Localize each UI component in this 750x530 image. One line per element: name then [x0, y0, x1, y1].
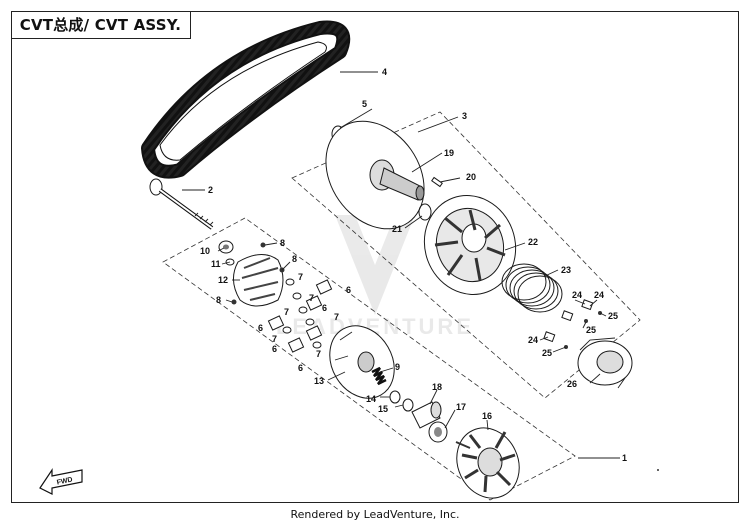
callout-25b: 25 [586, 325, 596, 335]
callout-3: 3 [462, 111, 467, 121]
callout-8b: 8 [292, 254, 297, 264]
callout-13: 13 [314, 376, 324, 386]
callout-25a: 25 [608, 311, 618, 321]
callout-7a: 7 [298, 272, 303, 282]
callout-8a: 8 [280, 238, 285, 248]
callout-24a: 24 [572, 290, 582, 300]
callout-19: 19 [444, 148, 454, 158]
drive-bearing [428, 421, 448, 443]
callout-8c: 8 [216, 295, 221, 305]
callout-1: 1 [622, 453, 627, 463]
callout-18: 18 [432, 382, 442, 392]
washer [389, 390, 401, 404]
drive-belt [141, 20, 351, 179]
screw [260, 242, 266, 248]
callout-26: 26 [567, 379, 577, 389]
callout-22: 22 [528, 237, 538, 247]
callout-9: 9 [395, 362, 400, 372]
callout-10: 10 [200, 246, 210, 256]
callout-6e: 6 [298, 363, 303, 373]
callout-7b: 7 [309, 293, 314, 303]
callout-17: 17 [456, 402, 466, 412]
forward-arrow: FWD [39, 468, 83, 495]
callout-7e: 7 [272, 334, 277, 344]
driven-fixed-sheave [325, 120, 425, 230]
callout-25c: 25 [542, 348, 552, 358]
spring-seat [577, 337, 633, 389]
driven-ring [418, 203, 432, 221]
callouts: 1 2 3 4 5 6 6 6 6 6 7 7 7 7 7 7 8 8 8 9 … [200, 67, 627, 463]
callout-16: 16 [482, 411, 492, 421]
washer [402, 398, 414, 412]
callout-24c: 24 [528, 335, 538, 345]
callout-11: 11 [211, 259, 221, 269]
diagram-title: CVT总成/ CVT ASSY. [11, 11, 191, 39]
drive-bushing [411, 401, 442, 429]
callout-20: 20 [466, 172, 476, 182]
slider-blocks [543, 299, 602, 349]
callout-15: 15 [378, 404, 388, 414]
leader-lines [182, 71, 620, 459]
svg-text:FWD: FWD [56, 476, 73, 486]
callout-23: 23 [561, 265, 571, 275]
callout-4: 4 [382, 67, 387, 77]
primary-assembly-outline [162, 217, 576, 501]
driven-movable-sheave [423, 195, 517, 295]
callout-5: 5 [362, 99, 367, 109]
drive-fixed-sheave [455, 427, 520, 499]
callout-7d: 7 [334, 312, 339, 322]
callout-6d: 6 [272, 344, 277, 354]
callout-6b: 6 [322, 303, 327, 313]
callout-14: 14 [366, 394, 376, 404]
roller-weights [267, 278, 333, 353]
shaft-key [431, 176, 443, 188]
callout-6c: 6 [258, 323, 263, 333]
drive-spring [371, 366, 387, 386]
center-bolt [149, 178, 214, 230]
callout-7c: 7 [284, 307, 289, 317]
footer-credit: Rendered by LeadVenture, Inc. [290, 508, 460, 521]
diagram-frame [11, 11, 739, 503]
mark-dot [657, 469, 659, 471]
driven-spring [501, 263, 563, 313]
callout-24b: 24 [594, 290, 604, 300]
callout-2: 2 [208, 185, 213, 195]
callout-7f: 7 [316, 349, 321, 359]
callout-21: 21 [392, 224, 402, 234]
callout-6a: 6 [346, 285, 351, 295]
screw [231, 299, 237, 305]
callout-12: 12 [218, 275, 228, 285]
drive-spider [218, 240, 284, 307]
